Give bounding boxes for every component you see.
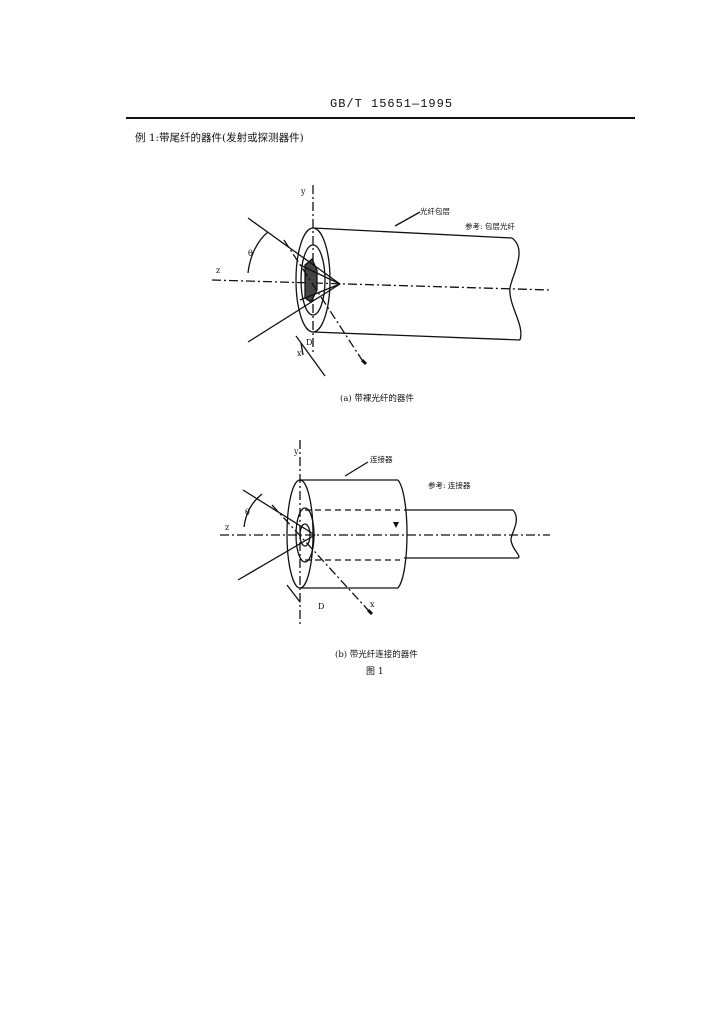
figure-a-cone-inner-bottom [299, 283, 341, 301]
figure-a-x-arrowhead [360, 358, 368, 366]
figure-a-x-label: x [297, 349, 302, 358]
figure-a-theta-label: θ [248, 249, 253, 258]
figure-b-caption: (b) 带光纤连接的器件 [335, 649, 418, 660]
figure-a-fiber-top-edge [312, 227, 513, 239]
figure-a-y-label: y [300, 187, 306, 196]
figure-b-x-axis [271, 504, 369, 611]
figure-a-drawing [211, 185, 551, 377]
figure-a-cone-inner-top [299, 264, 341, 285]
figure-b-connector-callout: 连接器 [370, 454, 393, 464]
figure-b-direction-mark [393, 522, 399, 528]
figure-a-fiber-break [509, 237, 522, 341]
figure-b-theta-label: θ [245, 508, 250, 517]
figure-a-cone-lower [247, 283, 341, 343]
figure-a-fiber-bottom-edge [312, 331, 521, 341]
figure-b-cone-upper [242, 489, 316, 536]
figure-a-d-tick [300, 342, 304, 356]
figure-a-cladding-leader [394, 211, 421, 227]
figure-b-theta-arc [243, 493, 263, 528]
figure-b-connector-leader [344, 461, 369, 477]
figure-b-y-label: y [293, 447, 299, 456]
figure-b-drawing [220, 440, 550, 625]
figure-b-connector-back [397, 479, 408, 589]
figure-b-z-label: z [225, 523, 229, 532]
figure-b-reference-callout: 参考: 连接器 [428, 480, 471, 490]
figure-a-z-axis [211, 279, 551, 291]
figure-a-z-label: z [216, 266, 220, 275]
figure-a-cladding-callout: 光纤包层 [420, 206, 450, 216]
figure-a-fiber-end-inner [300, 244, 326, 316]
figure-b-d-label: D [318, 602, 324, 611]
figure-title: 图 1 [366, 666, 384, 677]
figure-a-caption: (a) 带裸光纤的器件 [340, 393, 414, 404]
figure-a-theta-arc [247, 231, 269, 274]
figure-a-d-leader [295, 335, 326, 377]
figure-a-reference-callout: 参考: 包层光纤 [465, 221, 515, 231]
example-heading: 例 1:带尾纤的器件(发射或探测器件) [135, 132, 304, 144]
figure-a-cone-upper [247, 217, 341, 285]
standard-number-header: GB/T 15651—1995 [330, 97, 454, 111]
figure-b-fiber-break [510, 509, 520, 559]
header-rule [126, 117, 635, 119]
figure-b-x-arrowhead [366, 608, 374, 616]
figure-b-x-label: x [370, 600, 375, 609]
figure-a-d-label: D [306, 338, 312, 347]
figure-b-d-leader [286, 584, 301, 603]
figure-b-cone-lower [237, 534, 316, 581]
figure-a-x-axis [283, 239, 363, 361]
